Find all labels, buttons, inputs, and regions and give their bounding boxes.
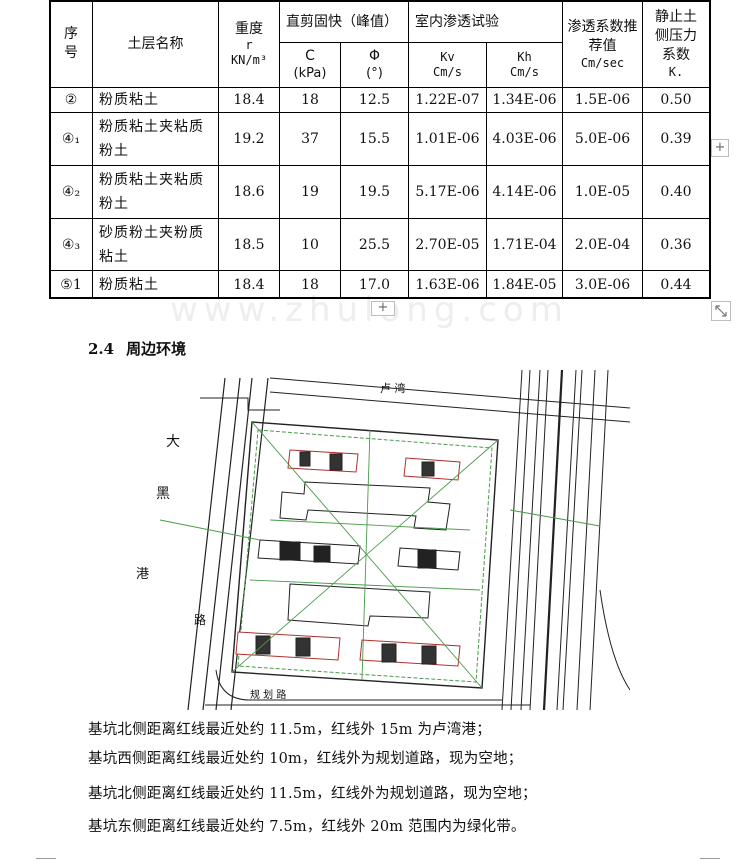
support-lines bbox=[159, 421, 601, 689]
road-north-label: 卢 湾 bbox=[380, 381, 406, 395]
paragraph-north: 基坑北侧距离红线最近处约 11.5m，红线外 15m 为卢湾港； bbox=[88, 722, 491, 738]
table-row: ④₂ 粉质粘土夹粘质粉土 18.6 19 19.5 5.17E-06 4.14E… bbox=[49, 165, 710, 219]
east-road bbox=[501, 370, 609, 710]
header-shear-group: 直剪固快（峰值） bbox=[279, 0, 409, 44]
header-weight: 重度 r KN/m³ bbox=[218, 0, 280, 88]
road-west-label-3: 港 bbox=[136, 567, 149, 582]
site-plan-drawing: 卢 湾 大 黑 港 路 规 划 路 bbox=[130, 370, 630, 710]
section-heading: 2.4 周边环境 bbox=[88, 338, 186, 359]
header-phi: Φ(°) bbox=[340, 42, 409, 88]
road-west-label-1: 大 bbox=[166, 434, 180, 450]
paragraph-west: 基坑西侧距离红线最近处约 10m，红线外为规划道路，现为空地； bbox=[88, 751, 523, 767]
table-row: ④₃ 砂质粉土夹粉质粘土 18.5 10 25.5 2.70E-05 1.71E… bbox=[49, 218, 710, 271]
header-recommended: 渗透系数推荐值 Cm/sec bbox=[562, 0, 643, 88]
road-west-label-4: 路 bbox=[194, 612, 206, 627]
east-curve bbox=[599, 589, 630, 691]
header-seq: 序号 bbox=[49, 0, 93, 88]
header-soil-name: 土层名称 bbox=[92, 0, 219, 88]
section-title: 周边环境 bbox=[126, 340, 187, 358]
header-k0: 静止土侧压力系数 K. bbox=[642, 0, 710, 88]
paragraph-north-2: 基坑北侧距离红线最近处约 11.5m，红线外为规划道路，现为空地； bbox=[88, 786, 537, 802]
add-row-button[interactable]: + bbox=[371, 301, 395, 316]
west-road bbox=[187, 377, 269, 710]
road-south-label: 规 划 路 bbox=[250, 688, 286, 701]
table-resize-handle[interactable] bbox=[711, 301, 731, 321]
page-corner-mark-right bbox=[700, 858, 720, 859]
header-c: C(kPa) bbox=[279, 42, 341, 88]
table-row: ④₁ 粉质粘土夹粘质粉土 19.2 37 15.5 1.01E-06 4.03E… bbox=[49, 112, 710, 166]
paragraph-east: 基坑东侧距离红线最近处约 7.5m，红线外 20m 范围内为绿化带。 bbox=[88, 819, 526, 835]
page-corner-mark-left bbox=[36, 858, 56, 859]
header-perm-group: 室内渗透试验 bbox=[408, 0, 563, 44]
north-river bbox=[200, 377, 630, 423]
add-column-button[interactable]: + bbox=[711, 139, 729, 157]
road-west-label-2: 黑 bbox=[156, 486, 170, 502]
buildings bbox=[235, 449, 461, 667]
resize-arrows-icon bbox=[715, 305, 727, 317]
soil-parameter-table: 序号 土层名称 重度 r KN/m³ 直剪固快（峰值） 室内渗透试验 渗透系数推… bbox=[49, 0, 710, 299]
section-number: 2.4 bbox=[88, 340, 115, 358]
south-road bbox=[205, 669, 530, 706]
table-row: ② 粉质粘土 18.4 18 12.5 1.22E-07 1.34E-06 1.… bbox=[49, 87, 710, 113]
table-row: ⑤1 粉质粘土 18.4 18 17.0 1.63E-06 1.84E-05 3… bbox=[49, 270, 710, 299]
